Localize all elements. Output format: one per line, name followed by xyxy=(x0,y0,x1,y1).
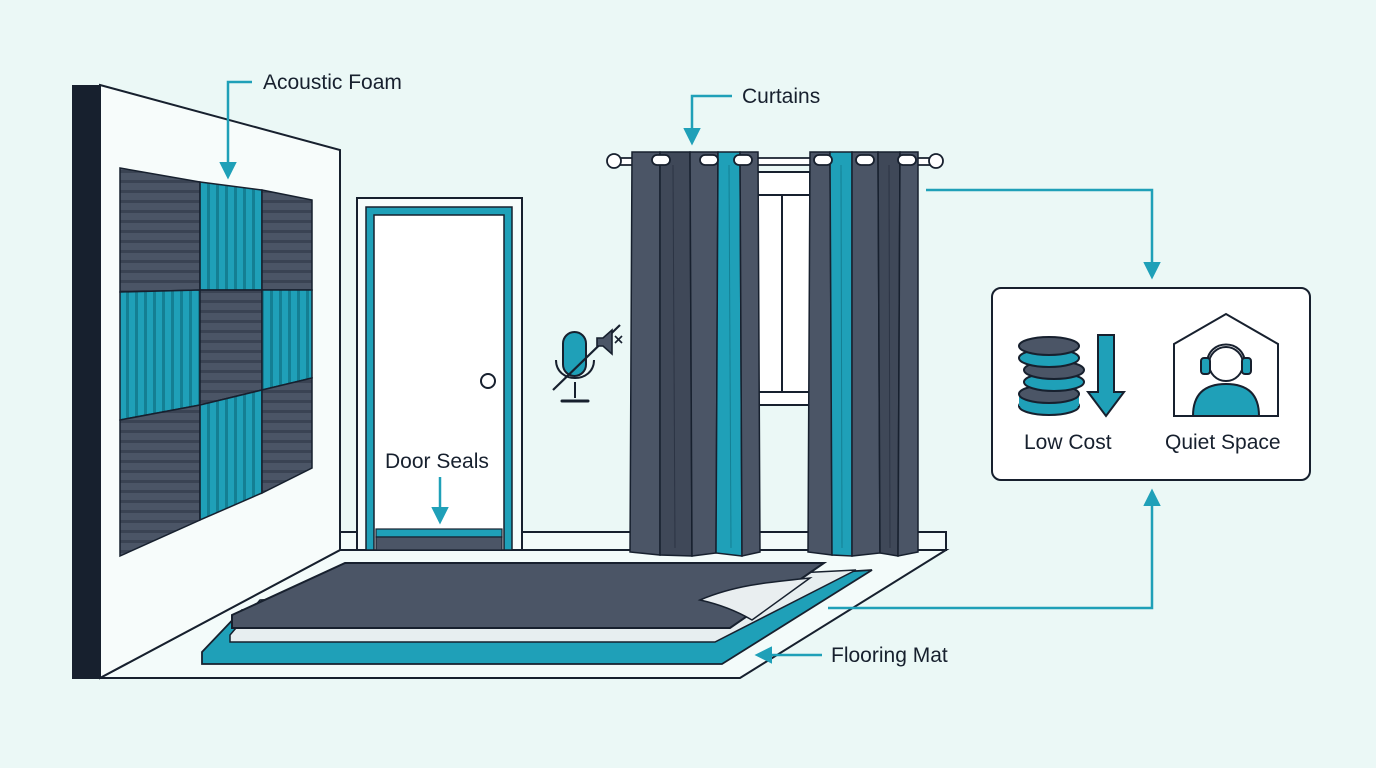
microphone-muted-icon xyxy=(552,324,621,403)
speaker-muted-icon xyxy=(596,328,623,356)
foam-tile xyxy=(261,377,313,495)
curtains-arrow xyxy=(683,94,732,146)
foam-tile xyxy=(261,189,313,291)
flooring-mat-label: Flooring Mat xyxy=(831,644,948,667)
low-cost-label: Low Cost xyxy=(1024,431,1112,454)
foam-tile xyxy=(119,289,201,421)
curtain-right xyxy=(807,151,919,557)
foam-tile xyxy=(199,181,263,291)
flooring-mat xyxy=(201,562,873,665)
curtains-label: Curtains xyxy=(742,85,821,108)
floor-to-outcomes-connector xyxy=(828,488,1161,610)
door-seals-label: Door Seals xyxy=(385,450,489,473)
window xyxy=(754,171,811,406)
door-seal xyxy=(375,528,503,551)
door-knob xyxy=(480,373,496,389)
acoustic-foam-panels xyxy=(119,167,313,558)
callout-arrows xyxy=(219,80,1161,664)
coins-down-icon xyxy=(1018,334,1126,418)
acoustic-foam-label: Acoustic Foam xyxy=(263,71,402,94)
foam-tile xyxy=(119,167,201,293)
foam-tile xyxy=(261,289,313,391)
outcomes-panel xyxy=(991,287,1311,481)
person-headphones-icon xyxy=(1173,312,1279,417)
quiet-space-label: Quiet Space xyxy=(1165,431,1281,454)
foam-tile xyxy=(199,289,263,406)
curtain-rings xyxy=(651,154,917,166)
acoustic-foam-arrow xyxy=(219,80,252,180)
curtains-to-outcomes-connector xyxy=(926,188,1161,280)
curtain-left xyxy=(629,151,761,557)
